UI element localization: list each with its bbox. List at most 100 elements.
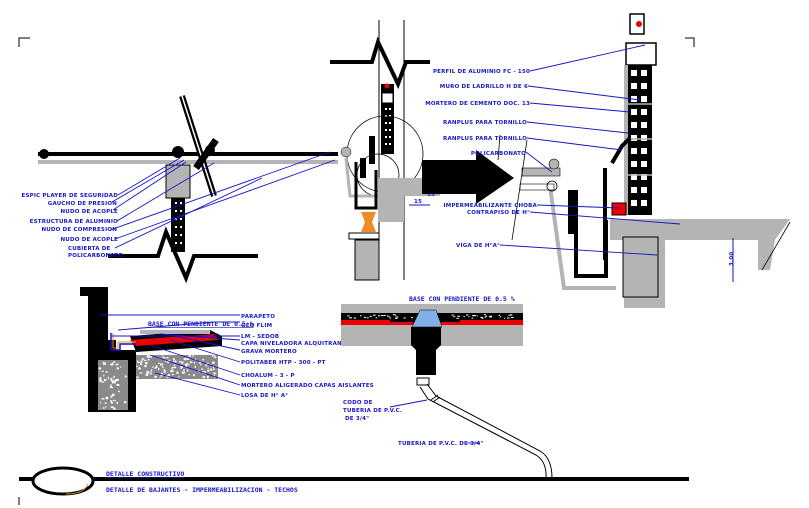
- brick-cell: [641, 187, 647, 193]
- gravel-speck: [186, 369, 189, 372]
- gravel-speck: [209, 368, 213, 371]
- gravel-speck: [110, 395, 113, 398]
- gravel-speck: [124, 375, 127, 378]
- gravel-speck: [176, 371, 179, 374]
- gravel-speck: [116, 378, 119, 381]
- gravel-speck: [111, 362, 114, 365]
- gravel-speck: [212, 368, 215, 370]
- detail-b-wall-section-small: 15 15: [330, 20, 441, 281]
- gravel-speck: [168, 359, 171, 361]
- label-nudo-acople-1: NUDO DE ACOPLE: [60, 209, 118, 215]
- gravel-speck: [213, 372, 217, 374]
- gravel-speck: [193, 362, 196, 364]
- gravel-speck: [160, 372, 163, 375]
- gravel-speck: [145, 361, 148, 365]
- gravel-speck: [136, 376, 139, 378]
- gravel-speck: [194, 365, 197, 368]
- gravel-speck: [193, 374, 195, 377]
- gravel-speck: [173, 366, 177, 368]
- label-cubierta: CUBIERTA DE: [68, 246, 111, 252]
- gravel-speck: [138, 367, 141, 370]
- gravel-speck: [137, 360, 139, 362]
- brick-cell: [631, 135, 637, 141]
- gravel-speck: [104, 402, 107, 404]
- gravel-speck: [102, 362, 106, 365]
- detail-c-labels: PARAPETO GEO FLIM LM - SEDOB CAPA NIVELA…: [241, 314, 374, 399]
- gravel-speck: [114, 379, 118, 382]
- drawing-title: DETALLE DE BAJANTES - IMPERMEABILIZACION…: [106, 486, 298, 494]
- gravel-speck: [155, 375, 157, 378]
- gravel-speck: [158, 367, 160, 370]
- gravel-speck: [164, 360, 167, 362]
- membrane-speck: [483, 314, 486, 316]
- gravel-speck: [145, 373, 149, 376]
- gravel-speck: [113, 361, 116, 363]
- membrane-speck: [506, 317, 510, 319]
- label-impermeabilizante: IMPERMEABILIZANTE CHOBA: [444, 203, 538, 209]
- gravel-speck: [113, 407, 116, 410]
- membrane-speck: [349, 317, 352, 319]
- arrow-icon: [422, 150, 514, 204]
- title-subtitle: DETALLE CONSTRUCTIVO: [106, 470, 184, 478]
- membrane-speck: [457, 315, 461, 317]
- brick-cell: [641, 109, 647, 115]
- gravel-speck: [160, 374, 163, 377]
- gravel-speck: [185, 364, 188, 367]
- gravel-speck: [123, 401, 127, 404]
- gravel-speck: [110, 363, 114, 366]
- gravel-speck: [154, 375, 156, 378]
- gravel-speck: [111, 386, 113, 389]
- membrane-speck: [386, 315, 389, 317]
- brick-cell: [631, 161, 637, 167]
- gravel-speck: [188, 374, 191, 376]
- gravel-speck: [173, 360, 176, 362]
- membrane-speck: [388, 315, 390, 317]
- label-contrapiso: CONTRAPISO DE H°: [467, 210, 530, 216]
- detail-c-leaders: [100, 314, 241, 396]
- brick-cell: [631, 174, 637, 180]
- gravel-speck: [182, 369, 185, 371]
- membrane-speck: [389, 317, 392, 319]
- membrane-speck: [498, 314, 501, 316]
- gravel-speck: [105, 405, 107, 408]
- gravel-speck: [99, 377, 102, 381]
- gravel-speck: [103, 374, 105, 377]
- gravel-speck: [211, 355, 214, 357]
- gravel-speck: [180, 366, 183, 368]
- brick-cell: [631, 109, 637, 115]
- label-lm-sedob: LM - SEDOB: [241, 334, 279, 340]
- label-gaucho-presion: GAUCHO DE PRESION: [48, 201, 117, 207]
- label-mortero-cemento: MORTERO DE CEMENTO DOC. 13: [425, 101, 530, 107]
- membrane-speck: [375, 317, 378, 319]
- title-block: DETALLE CONSTRUCTIVO DETALLE DE BAJANTES…: [19, 466, 689, 496]
- membrane-speck: [453, 314, 455, 316]
- dim-15-a: 15: [414, 199, 422, 205]
- detail-d-leaders: [389, 399, 480, 444]
- membrane-speck: [394, 314, 397, 316]
- gravel-speck: [149, 355, 153, 358]
- label-losa: LOSA DE H° A°: [241, 393, 288, 399]
- gravel-speck: [207, 362, 209, 364]
- gravel-speck: [203, 375, 206, 378]
- gravel-speck: [152, 366, 154, 368]
- gravel-speck: [200, 364, 202, 366]
- gravel-speck: [110, 400, 113, 402]
- label-nudo-compresion: NUDO DE COMPRESION: [41, 227, 117, 233]
- gravel-speck: [183, 358, 187, 361]
- gravel-speck: [192, 355, 194, 357]
- gravel-speck: [171, 367, 173, 370]
- gravel-speck: [142, 358, 144, 360]
- brick-cell: [631, 122, 637, 128]
- gravel-speck: [114, 381, 116, 384]
- label-grava-mortero: GRAVA MORTERO: [241, 349, 297, 355]
- membrane-speck: [476, 315, 478, 317]
- brick-cell: [641, 70, 647, 76]
- label-geo-flim: GEO FLIM: [241, 323, 272, 329]
- gravel-speck: [110, 378, 113, 381]
- gravel-speck: [144, 364, 147, 367]
- gravel-speck: [180, 367, 182, 370]
- membrane-speck: [360, 315, 362, 317]
- gravel-speck: [202, 371, 206, 374]
- gravel-speck: [101, 381, 105, 383]
- gravel-speck: [214, 376, 216, 378]
